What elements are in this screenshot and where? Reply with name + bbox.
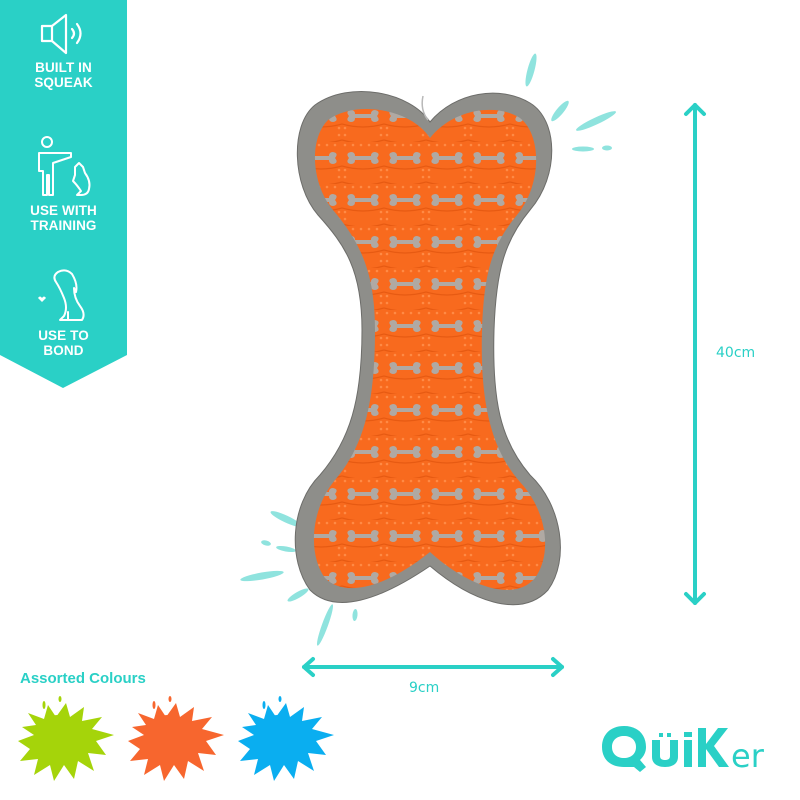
width-label: 9cm	[409, 680, 440, 696]
swatch-orange	[128, 696, 224, 781]
swatch-blue	[238, 696, 334, 781]
feature-use-with-training: USE WITH TRAINING	[0, 135, 127, 233]
heart-icon	[37, 296, 46, 302]
features-banner: BUILT IN SQUEAK USE WITH TRAINING USE TO…	[0, 0, 127, 390]
quiker-logo-icon: er	[602, 726, 765, 775]
feature-use-to-bond: USE TO BOND	[0, 268, 127, 358]
height-label: 40cm	[716, 345, 756, 361]
assorted-colours-title: Assorted Colours	[20, 670, 146, 687]
feature-built-in-squeak: BUILT IN SQUEAK	[0, 12, 127, 90]
speaker-sound-icon	[40, 13, 82, 55]
dog-heart-icon	[37, 269, 85, 321]
feature-label-line2: TRAINING	[30, 218, 97, 233]
tag-loop	[421, 95, 429, 121]
swatch-green	[18, 696, 114, 781]
bone-face	[313, 108, 546, 590]
height-dimension-arrow	[684, 103, 706, 605]
feature-label-line2: BOND	[43, 343, 84, 358]
feature-label-line1: BUILT IN	[35, 60, 92, 75]
banner-background	[0, 0, 127, 388]
logo-wordmark-tail: er	[731, 737, 765, 772]
feature-label-line2: SQUEAK	[34, 75, 93, 90]
feature-label-line1: USE WITH	[30, 203, 97, 218]
width-dimension-arrow	[302, 657, 564, 677]
person-training-dog-icon	[37, 136, 90, 196]
brand-logo: er	[600, 722, 780, 777]
feature-label-line1: USE TO	[38, 328, 89, 343]
